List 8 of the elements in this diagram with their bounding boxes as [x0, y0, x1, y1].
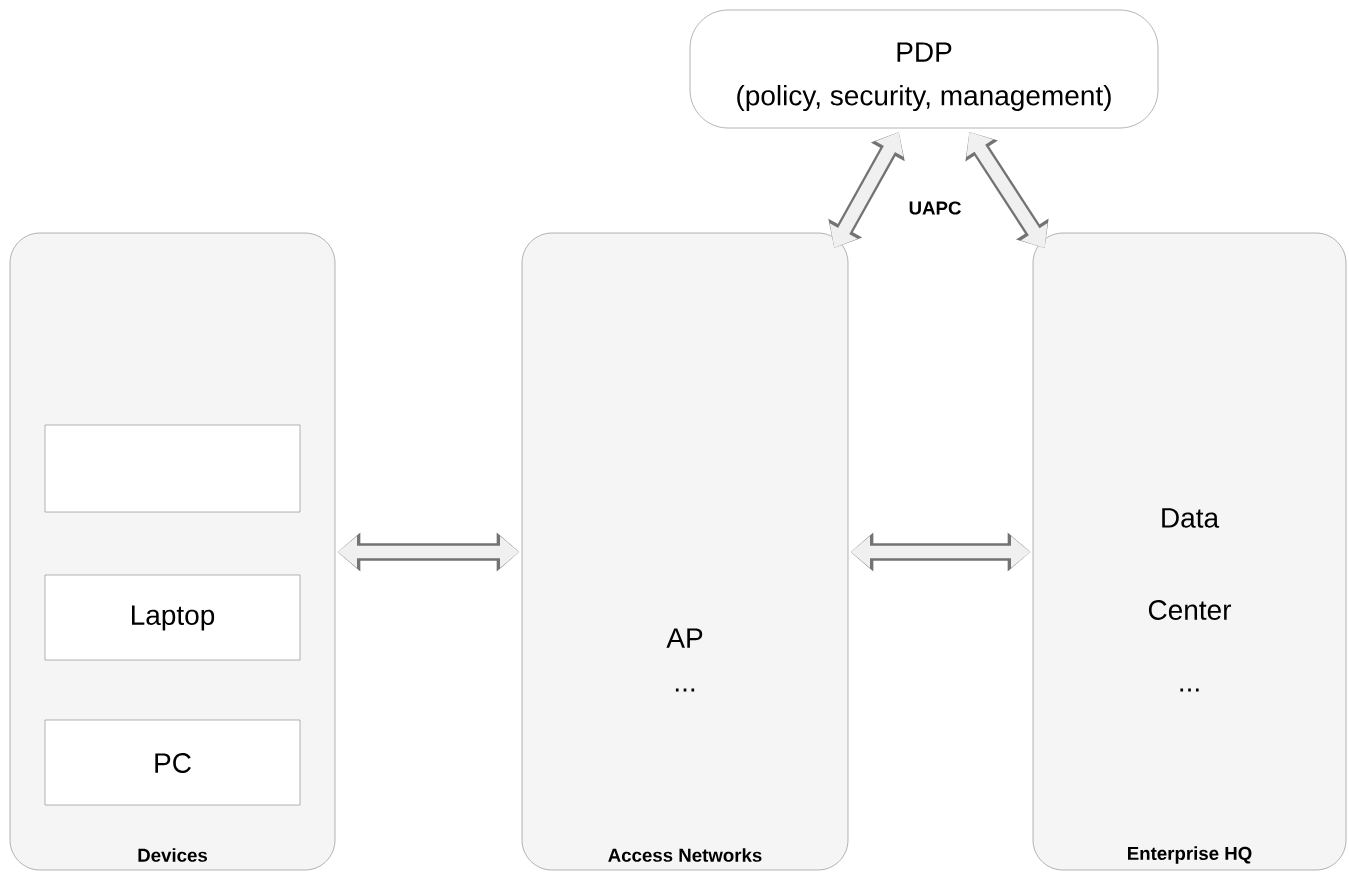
- column-panel: Data Center ... Enterprise HQ: [1032, 232, 1347, 871]
- policy-box: PDP (policy, security, management): [689, 9, 1159, 129]
- empty-box: [44, 424, 301, 513]
- device-box: PC: [44, 719, 301, 806]
- column-panel: AP ... Access Networks: [521, 232, 849, 871]
- block-arrow: [965, 132, 1049, 248]
- device-box: Laptop: [44, 574, 301, 661]
- interface-label: UAPC: [909, 201, 961, 215]
